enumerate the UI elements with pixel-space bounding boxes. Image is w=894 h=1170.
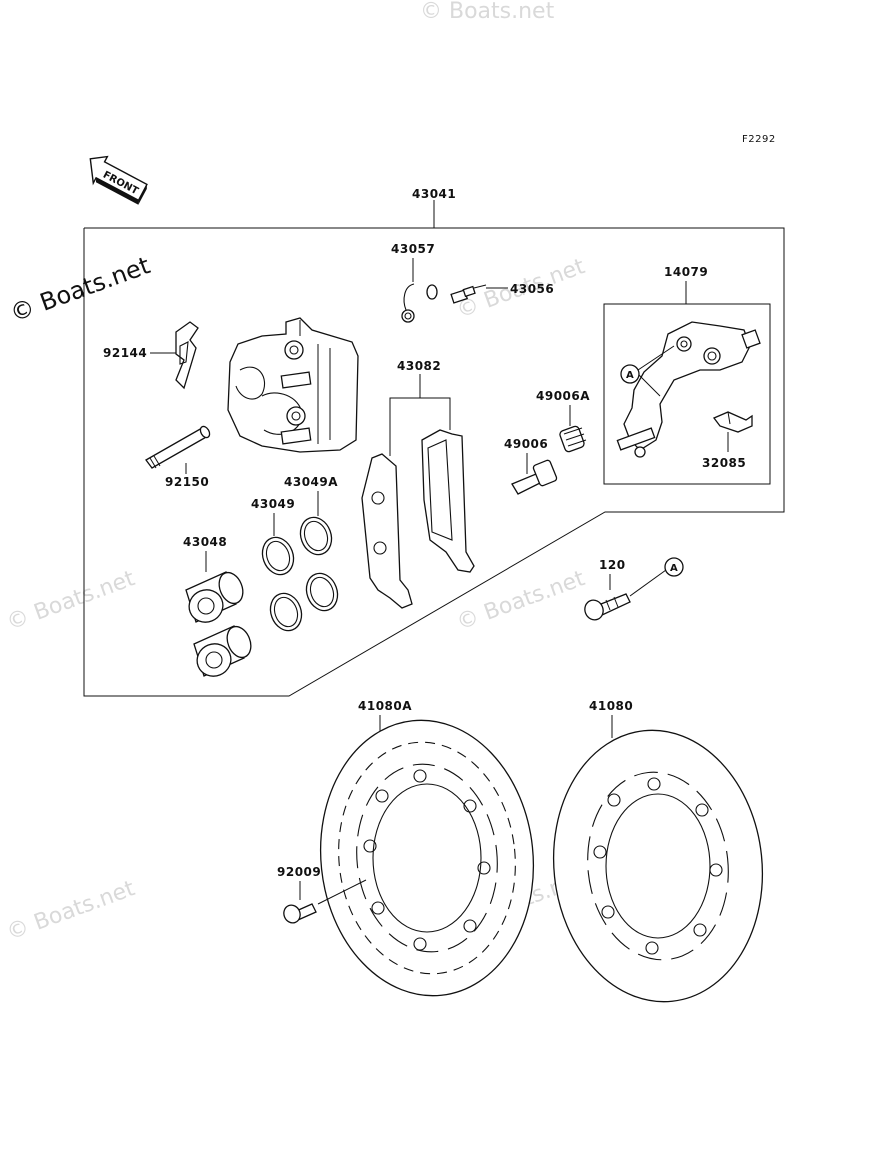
bleeder-cap-part [401,283,438,323]
figure-code: F2292 [742,134,776,145]
bleeder-valve-part [450,284,487,304]
watermark: © Boats.net [4,566,139,636]
label-43049a: 43049A [284,475,338,489]
label-43082: 43082 [397,359,441,373]
ref-a-label: A [670,563,678,574]
label-49006a: 49006A [536,389,590,403]
label-14079: 14079 [664,265,708,279]
boot-a-part [559,425,587,453]
label-92009: 92009 [277,865,321,879]
bracket-part [616,321,761,458]
ref-a-label: A [626,370,634,381]
caliper-assembly-box [83,200,785,697]
label-43041: 43041 [412,187,456,201]
caliper-body-part [227,317,359,453]
front-arrow-icon: FRONT [89,155,148,205]
seal-rings-part [261,516,339,632]
label-49006: 49006 [504,437,548,451]
brake-pad-left-part [361,453,413,609]
bolt-part [584,593,631,621]
label-92150: 92150 [165,475,209,489]
label-43048: 43048 [183,535,227,549]
ref-a-bolt: A [664,557,684,577]
watermark: © Boats.net [454,566,589,636]
label-120: 120 [599,558,626,572]
piston-part [193,625,252,677]
disc-bolt-part [283,903,317,924]
label-92144: 92144 [103,346,147,360]
label-43056: 43056 [510,282,554,296]
boot-part [511,459,558,495]
brake-disc-a-part [319,719,535,997]
piston-part [185,571,244,623]
label-43057: 43057 [391,242,435,256]
brake-pad-right-part [421,429,475,573]
label-41080a: 41080A [358,699,412,713]
brake-disc-part [552,729,764,1003]
label-43049: 43049 [251,497,295,511]
pad-spring-part [175,321,199,390]
watermark-dark: © Boats.net [6,251,153,327]
label-41080: 41080 [589,699,633,713]
label-32085: 32085 [702,456,746,470]
watermark: © Boats.net [4,876,139,946]
ref-a-bracket: A [620,345,675,397]
bracket-box [603,303,771,485]
pin-part [145,425,211,469]
pad-plate-part [712,411,753,433]
watermark-top: © Boats.net [420,0,555,24]
